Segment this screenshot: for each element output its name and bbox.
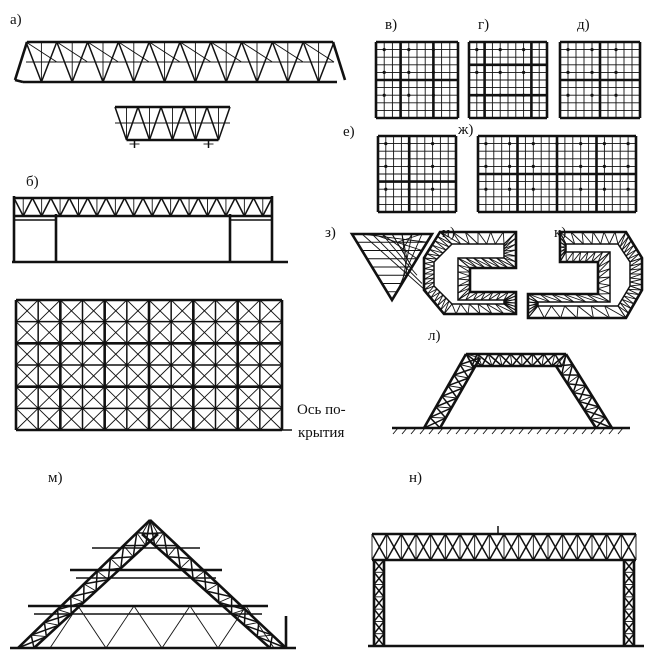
scheme-a-long-truss: [13, 40, 347, 84]
label-zh: ж): [457, 122, 473, 138]
scheme-l-trapezoid-frame: [392, 352, 630, 435]
label-v: в): [385, 17, 397, 33]
label-a: а): [10, 12, 22, 28]
label-d: д): [577, 17, 590, 33]
scheme-i-ring: [422, 230, 518, 316]
label-z: з): [325, 225, 336, 241]
scheme-z-triangle: [349, 232, 435, 303]
axis-caption-line1: Ось по-: [297, 402, 346, 418]
scheme-a-short-truss: [114, 105, 231, 148]
scheme-v-grid: [374, 40, 460, 120]
label-b: б): [26, 174, 39, 190]
label-e: е): [343, 124, 355, 140]
scheme-m-stepped-frame: [10, 519, 296, 650]
scheme-k-ring: [526, 230, 644, 320]
scheme-zh-grid: [476, 134, 638, 214]
scheme-b-grid-plan: [14, 298, 292, 432]
label-g: г): [478, 17, 489, 33]
label-n: н): [409, 470, 422, 486]
scheme-e-grid: [376, 134, 458, 214]
scheme-g-grid: [467, 40, 549, 120]
scheme-d-grid: [558, 40, 642, 120]
axis-caption-line2: крытия: [298, 425, 344, 441]
scheme-n-portal-frame: [368, 526, 644, 648]
label-l: л): [428, 328, 440, 344]
label-m: м): [48, 470, 63, 486]
scheme-b-frame-elevation: [12, 196, 288, 264]
